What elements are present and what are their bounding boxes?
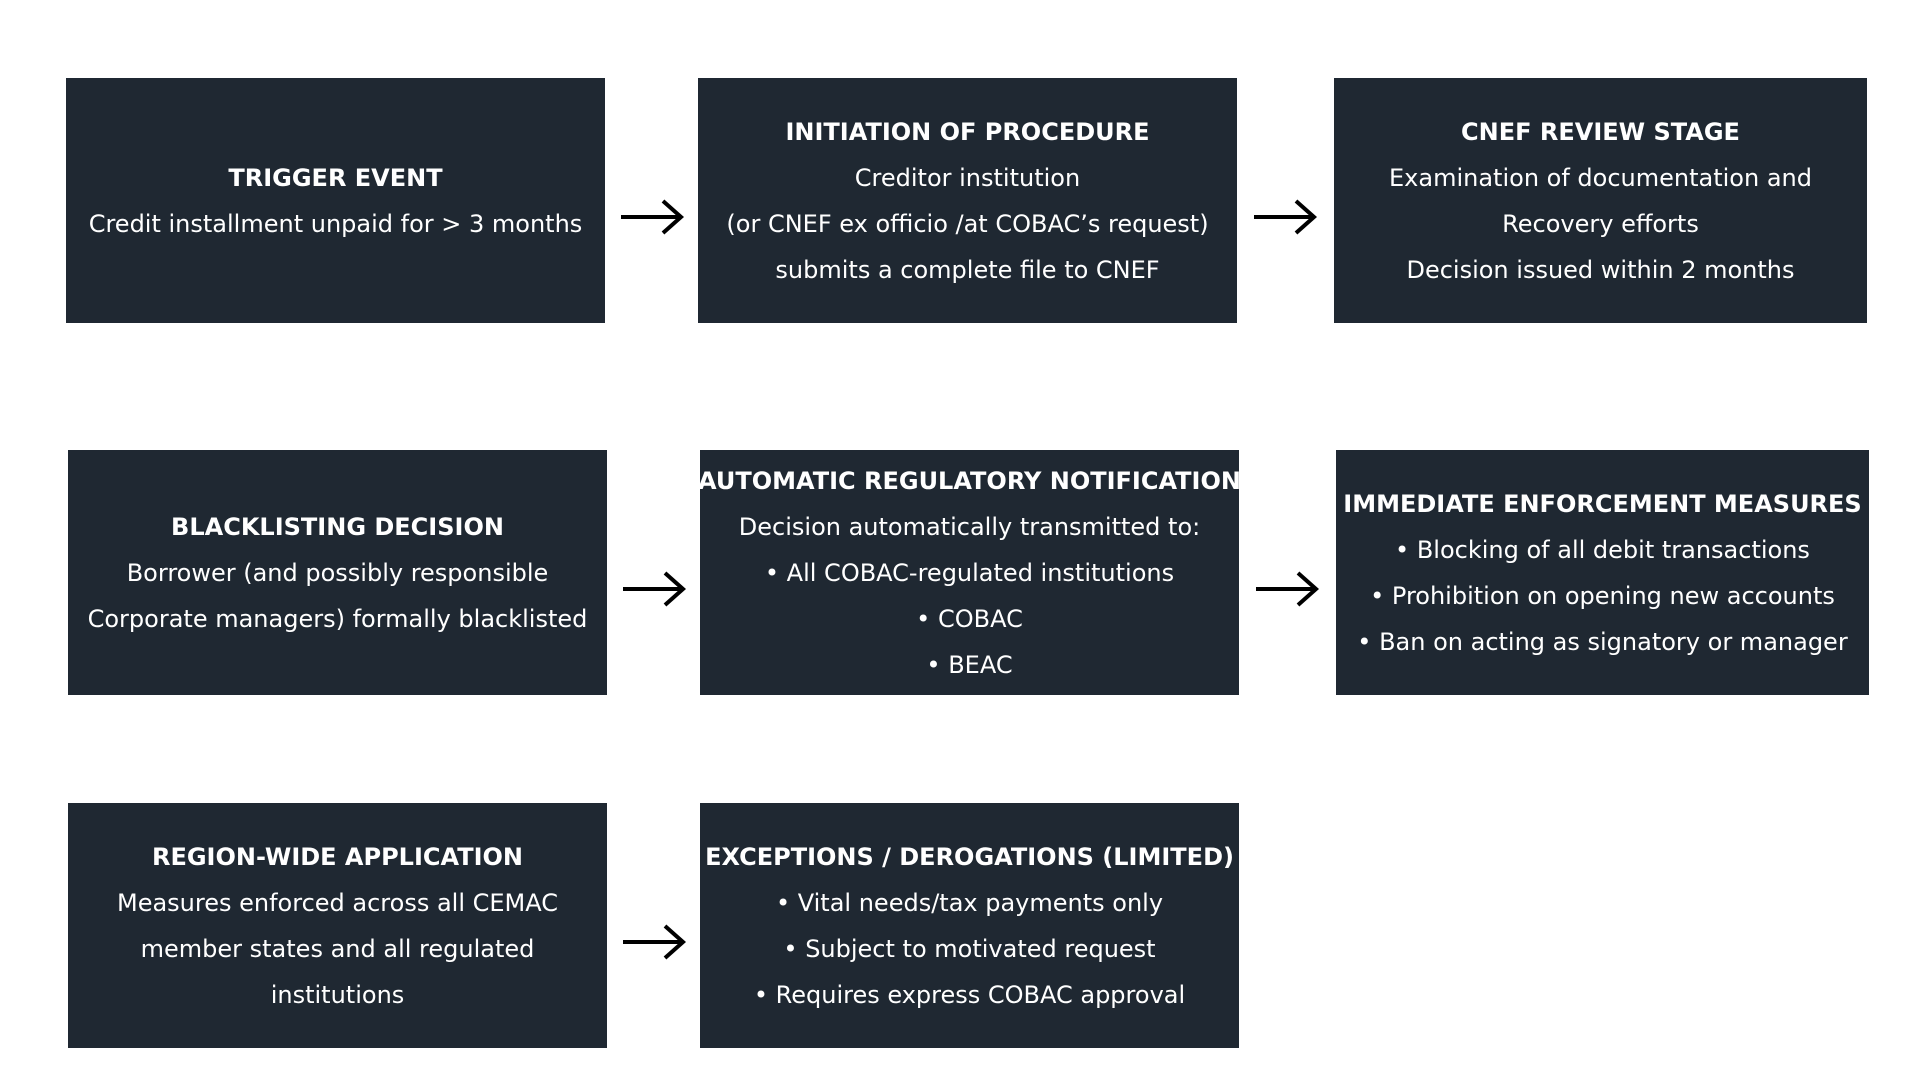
box-line: • COBAC xyxy=(916,604,1023,633)
flow-box-blacklisting-decision: BLACKLISTING DECISION Borrower (and poss… xyxy=(68,450,607,695)
flow-box-exceptions-derogations: EXCEPTIONS / DEROGATIONS (LIMITED) • Vit… xyxy=(700,803,1239,1048)
box-title: EXCEPTIONS / DEROGATIONS (LIMITED) xyxy=(705,842,1234,871)
flow-box-cnef-review-stage: CNEF REVIEW STAGE Examination of documen… xyxy=(1334,78,1867,323)
box-line: Decision automatically transmitted to: xyxy=(738,512,1201,541)
box-line: • Subject to motivated request xyxy=(783,934,1156,963)
box-line: Borrower (and possibly responsible xyxy=(126,558,549,587)
box-line: • Prohibition on opening new accounts xyxy=(1370,581,1835,610)
arrow-right-icon xyxy=(621,922,687,962)
box-line: submits a complete file to CNEF xyxy=(775,255,1160,284)
box-title: BLACKLISTING DECISION xyxy=(171,512,504,541)
box-title: REGION-WIDE APPLICATION xyxy=(151,842,524,871)
flow-box-region-wide-application: REGION-WIDE APPLICATION Measures enforce… xyxy=(68,803,607,1048)
box-line: Decision issued within 2 months xyxy=(1406,255,1795,284)
box-title: IMMEDIATE ENFORCEMENT MEASURES xyxy=(1343,489,1862,518)
arrow-right-icon xyxy=(1252,197,1318,237)
arrow-right-icon xyxy=(619,197,685,237)
box-line: Recovery efforts xyxy=(1502,209,1699,238)
box-line: • Requires express COBAC approval xyxy=(753,980,1186,1009)
box-line: institutions xyxy=(270,980,405,1009)
box-line: (or CNEF ex officio /at COBAC’s request) xyxy=(726,209,1209,238)
box-line: Corporate managers) formally blacklisted xyxy=(87,604,588,633)
box-line: • Ban on acting as signatory or manager xyxy=(1357,627,1848,656)
arrow-right-icon xyxy=(1254,569,1320,609)
box-line: • Blocking of all debit transactions xyxy=(1395,535,1810,564)
box-title: INITIATION OF PROCEDURE xyxy=(785,117,1150,146)
box-title: CNEF REVIEW STAGE xyxy=(1461,117,1740,146)
flow-box-automatic-regulatory-notification: AUTOMATIC REGULATORY NOTIFICATION Decisi… xyxy=(698,450,1241,695)
box-line: • All COBAC-regulated institutions xyxy=(764,558,1175,587)
box-line: • Vital needs/tax payments only xyxy=(775,888,1164,917)
box-line: Examination of documentation and xyxy=(1389,163,1812,192)
box-line: Creditor institution xyxy=(854,163,1081,192)
arrow-right-icon xyxy=(621,569,687,609)
flow-box-trigger-event: TRIGGER EVENT Credit installment unpaid … xyxy=(66,78,605,323)
box-title: AUTOMATIC REGULATORY NOTIFICATION xyxy=(698,466,1241,495)
box-title: TRIGGER EVENT xyxy=(228,163,443,192)
flow-box-immediate-enforcement-measures: IMMEDIATE ENFORCEMENT MEASURES • Blockin… xyxy=(1336,450,1869,695)
box-line: Credit installment unpaid for > 3 months xyxy=(88,209,583,238)
box-line: Measures enforced across all CEMAC xyxy=(116,888,559,917)
box-line: • BEAC xyxy=(926,650,1013,679)
box-line: member states and all regulated xyxy=(140,934,535,963)
flow-box-initiation-of-procedure: INITIATION OF PROCEDURE Creditor institu… xyxy=(698,78,1237,323)
